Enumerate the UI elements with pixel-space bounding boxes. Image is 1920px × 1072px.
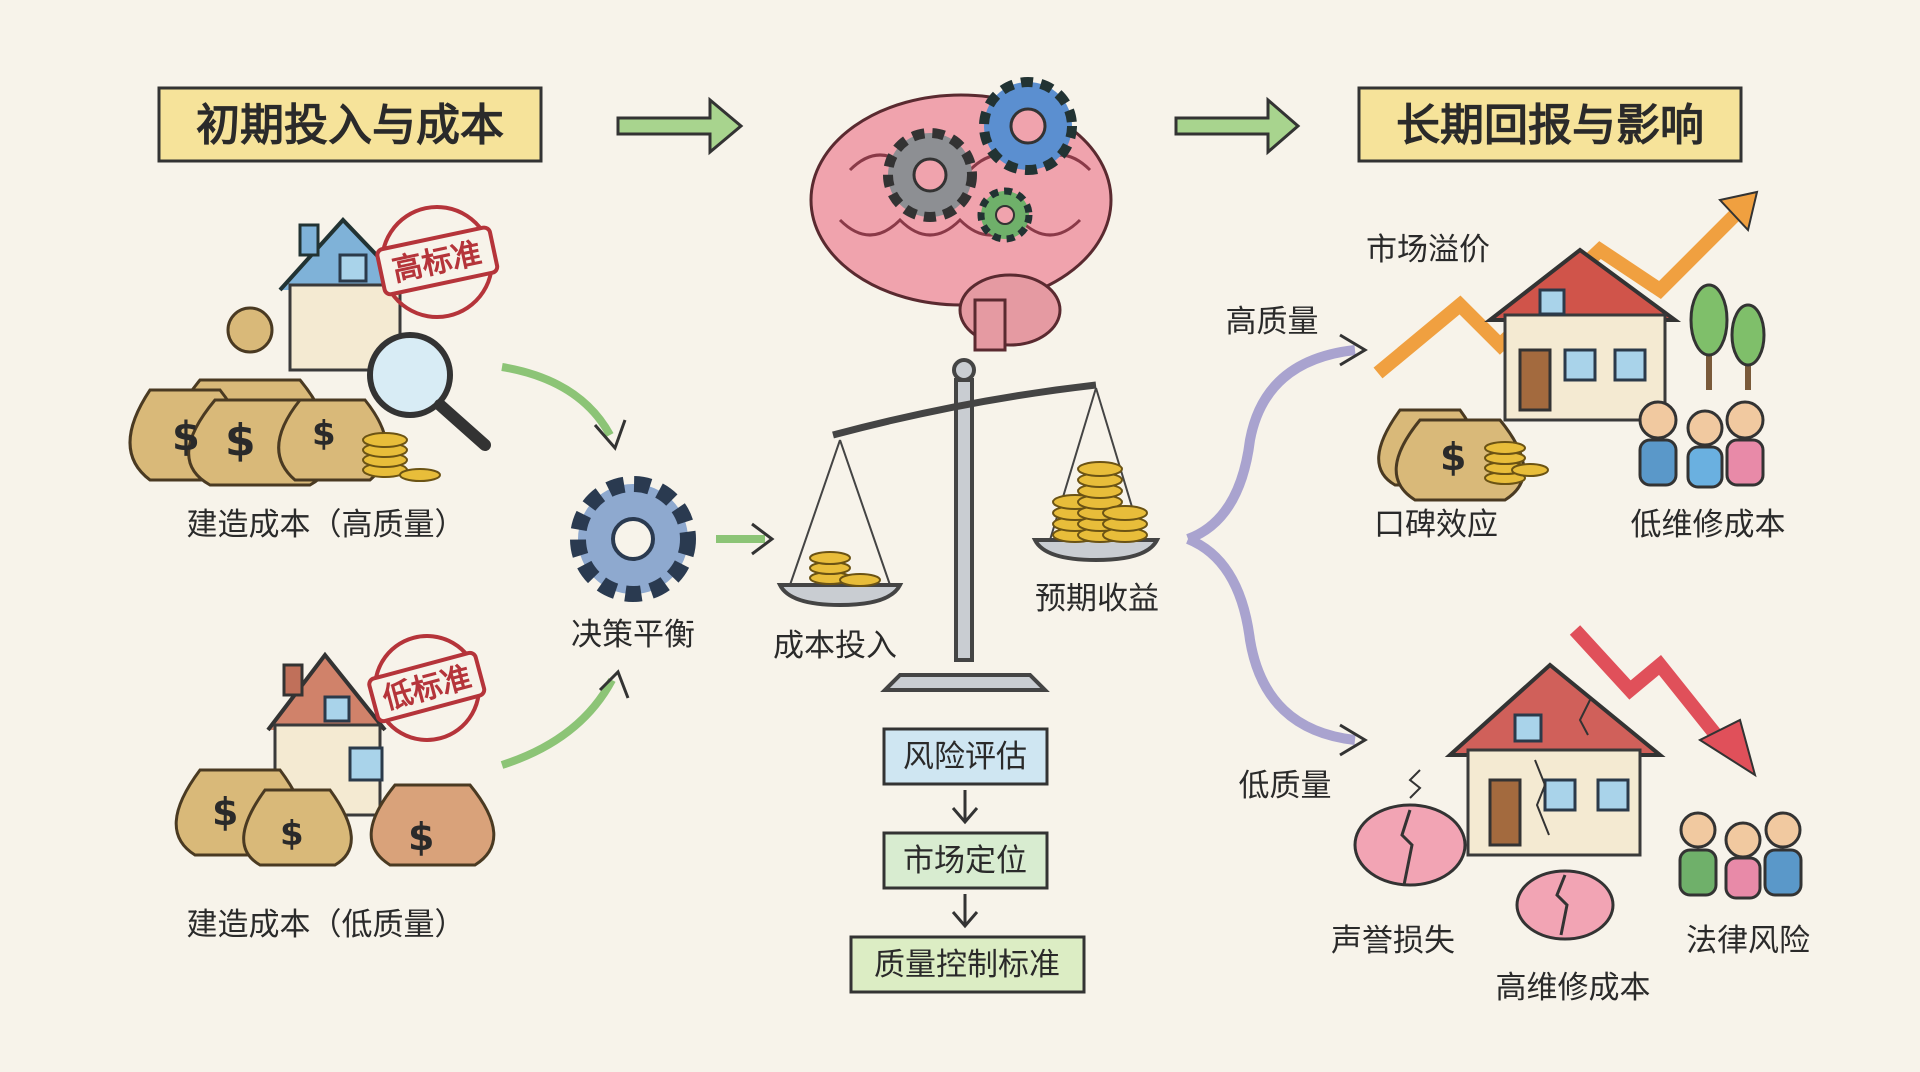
flow-box-quality: 质量控制标准 bbox=[849, 935, 1086, 994]
market-premium-label: 市场溢价 bbox=[1366, 232, 1490, 268]
good-house-icon bbox=[1484, 247, 1682, 422]
dollar-icon: $ bbox=[225, 415, 256, 466]
left-title-box: 初期投入与成本 bbox=[157, 86, 543, 163]
coins-left-pan-icon bbox=[809, 551, 881, 587]
flow-box-risk: 风险评估 bbox=[882, 727, 1049, 786]
low-maintenance-label: 低维修成本 bbox=[1631, 507, 1786, 543]
high-quality-branch-label: 高质量 bbox=[1226, 304, 1319, 340]
decision-gear-icon bbox=[570, 476, 696, 602]
trees-icon bbox=[1689, 283, 1766, 390]
magnifying-glass-icon bbox=[367, 332, 491, 451]
top-arrow-right bbox=[1174, 96, 1301, 156]
cracked-house-icon bbox=[1444, 662, 1666, 857]
left-title: 初期投入与成本 bbox=[196, 100, 504, 151]
right-title: 长期回报与影响 bbox=[1396, 100, 1704, 151]
flow-step-label: 市场定位 bbox=[903, 843, 1027, 879]
high-quality-house-icon bbox=[278, 217, 412, 372]
high-standard-stamp: 高标准 bbox=[375, 205, 500, 319]
dollar-icon: $ bbox=[212, 790, 238, 834]
happy-people-icon bbox=[1638, 400, 1765, 489]
green-arrows bbox=[500, 363, 775, 769]
dollar-icon: $ bbox=[172, 414, 200, 460]
low-standard-stamp: 低标准 bbox=[367, 634, 487, 742]
legal-risk-label: 法律风险 bbox=[1686, 923, 1810, 959]
balance-scale-icon bbox=[776, 358, 1161, 692]
branch-arrows bbox=[1185, 333, 1368, 757]
reputation-loss-label: 声誉损失 bbox=[1331, 923, 1455, 959]
down-arrow-icon bbox=[951, 790, 979, 825]
word-of-mouth-label: 口碑效应 bbox=[1374, 507, 1498, 543]
down-arrow-icon bbox=[951, 894, 979, 929]
money-bags-high-icon: $ $ $ bbox=[128, 306, 441, 487]
gear-icon-gray bbox=[883, 128, 977, 222]
money-bags-low-icon: $ $ $ bbox=[174, 768, 496, 867]
flow-step-label: 风险评估 bbox=[903, 739, 1027, 775]
low-quality-cost-label: 建造成本（低质量） bbox=[187, 907, 466, 943]
coins-right-pan-icon bbox=[1052, 461, 1148, 543]
broken-piggy-bank-small-icon bbox=[1515, 869, 1615, 941]
dollar-icon: $ bbox=[1440, 435, 1466, 479]
flow-step-label: 质量控制标准 bbox=[874, 947, 1060, 983]
worried-people-icon bbox=[1678, 811, 1803, 900]
low-quality-branch-label: 低质量 bbox=[1239, 768, 1332, 804]
broken-piggy-bank-icon bbox=[1353, 769, 1467, 887]
cost-input-label: 成本投入 bbox=[773, 628, 897, 664]
high-quality-cost-label: 建造成本（高质量） bbox=[187, 507, 466, 543]
gear-icon-blue bbox=[979, 77, 1077, 175]
right-title-box: 长期回报与影响 bbox=[1357, 86, 1743, 163]
expected-return-label: 预期收益 bbox=[1035, 581, 1159, 617]
gear-icon-green bbox=[977, 187, 1033, 243]
decision-balance-label: 决策平衡 bbox=[571, 617, 695, 653]
falling-trend-arrow-icon bbox=[1569, 625, 1757, 778]
high-maintenance-label: 高维修成本 bbox=[1496, 970, 1651, 1006]
dollar-icon: $ bbox=[280, 814, 304, 854]
dollar-icon: $ bbox=[312, 414, 336, 454]
dollar-icon: $ bbox=[408, 815, 434, 859]
money-bags-right-icon: $ bbox=[1377, 408, 1549, 502]
top-arrow-left bbox=[616, 96, 744, 156]
flow-box-market: 市场定位 bbox=[882, 831, 1049, 890]
